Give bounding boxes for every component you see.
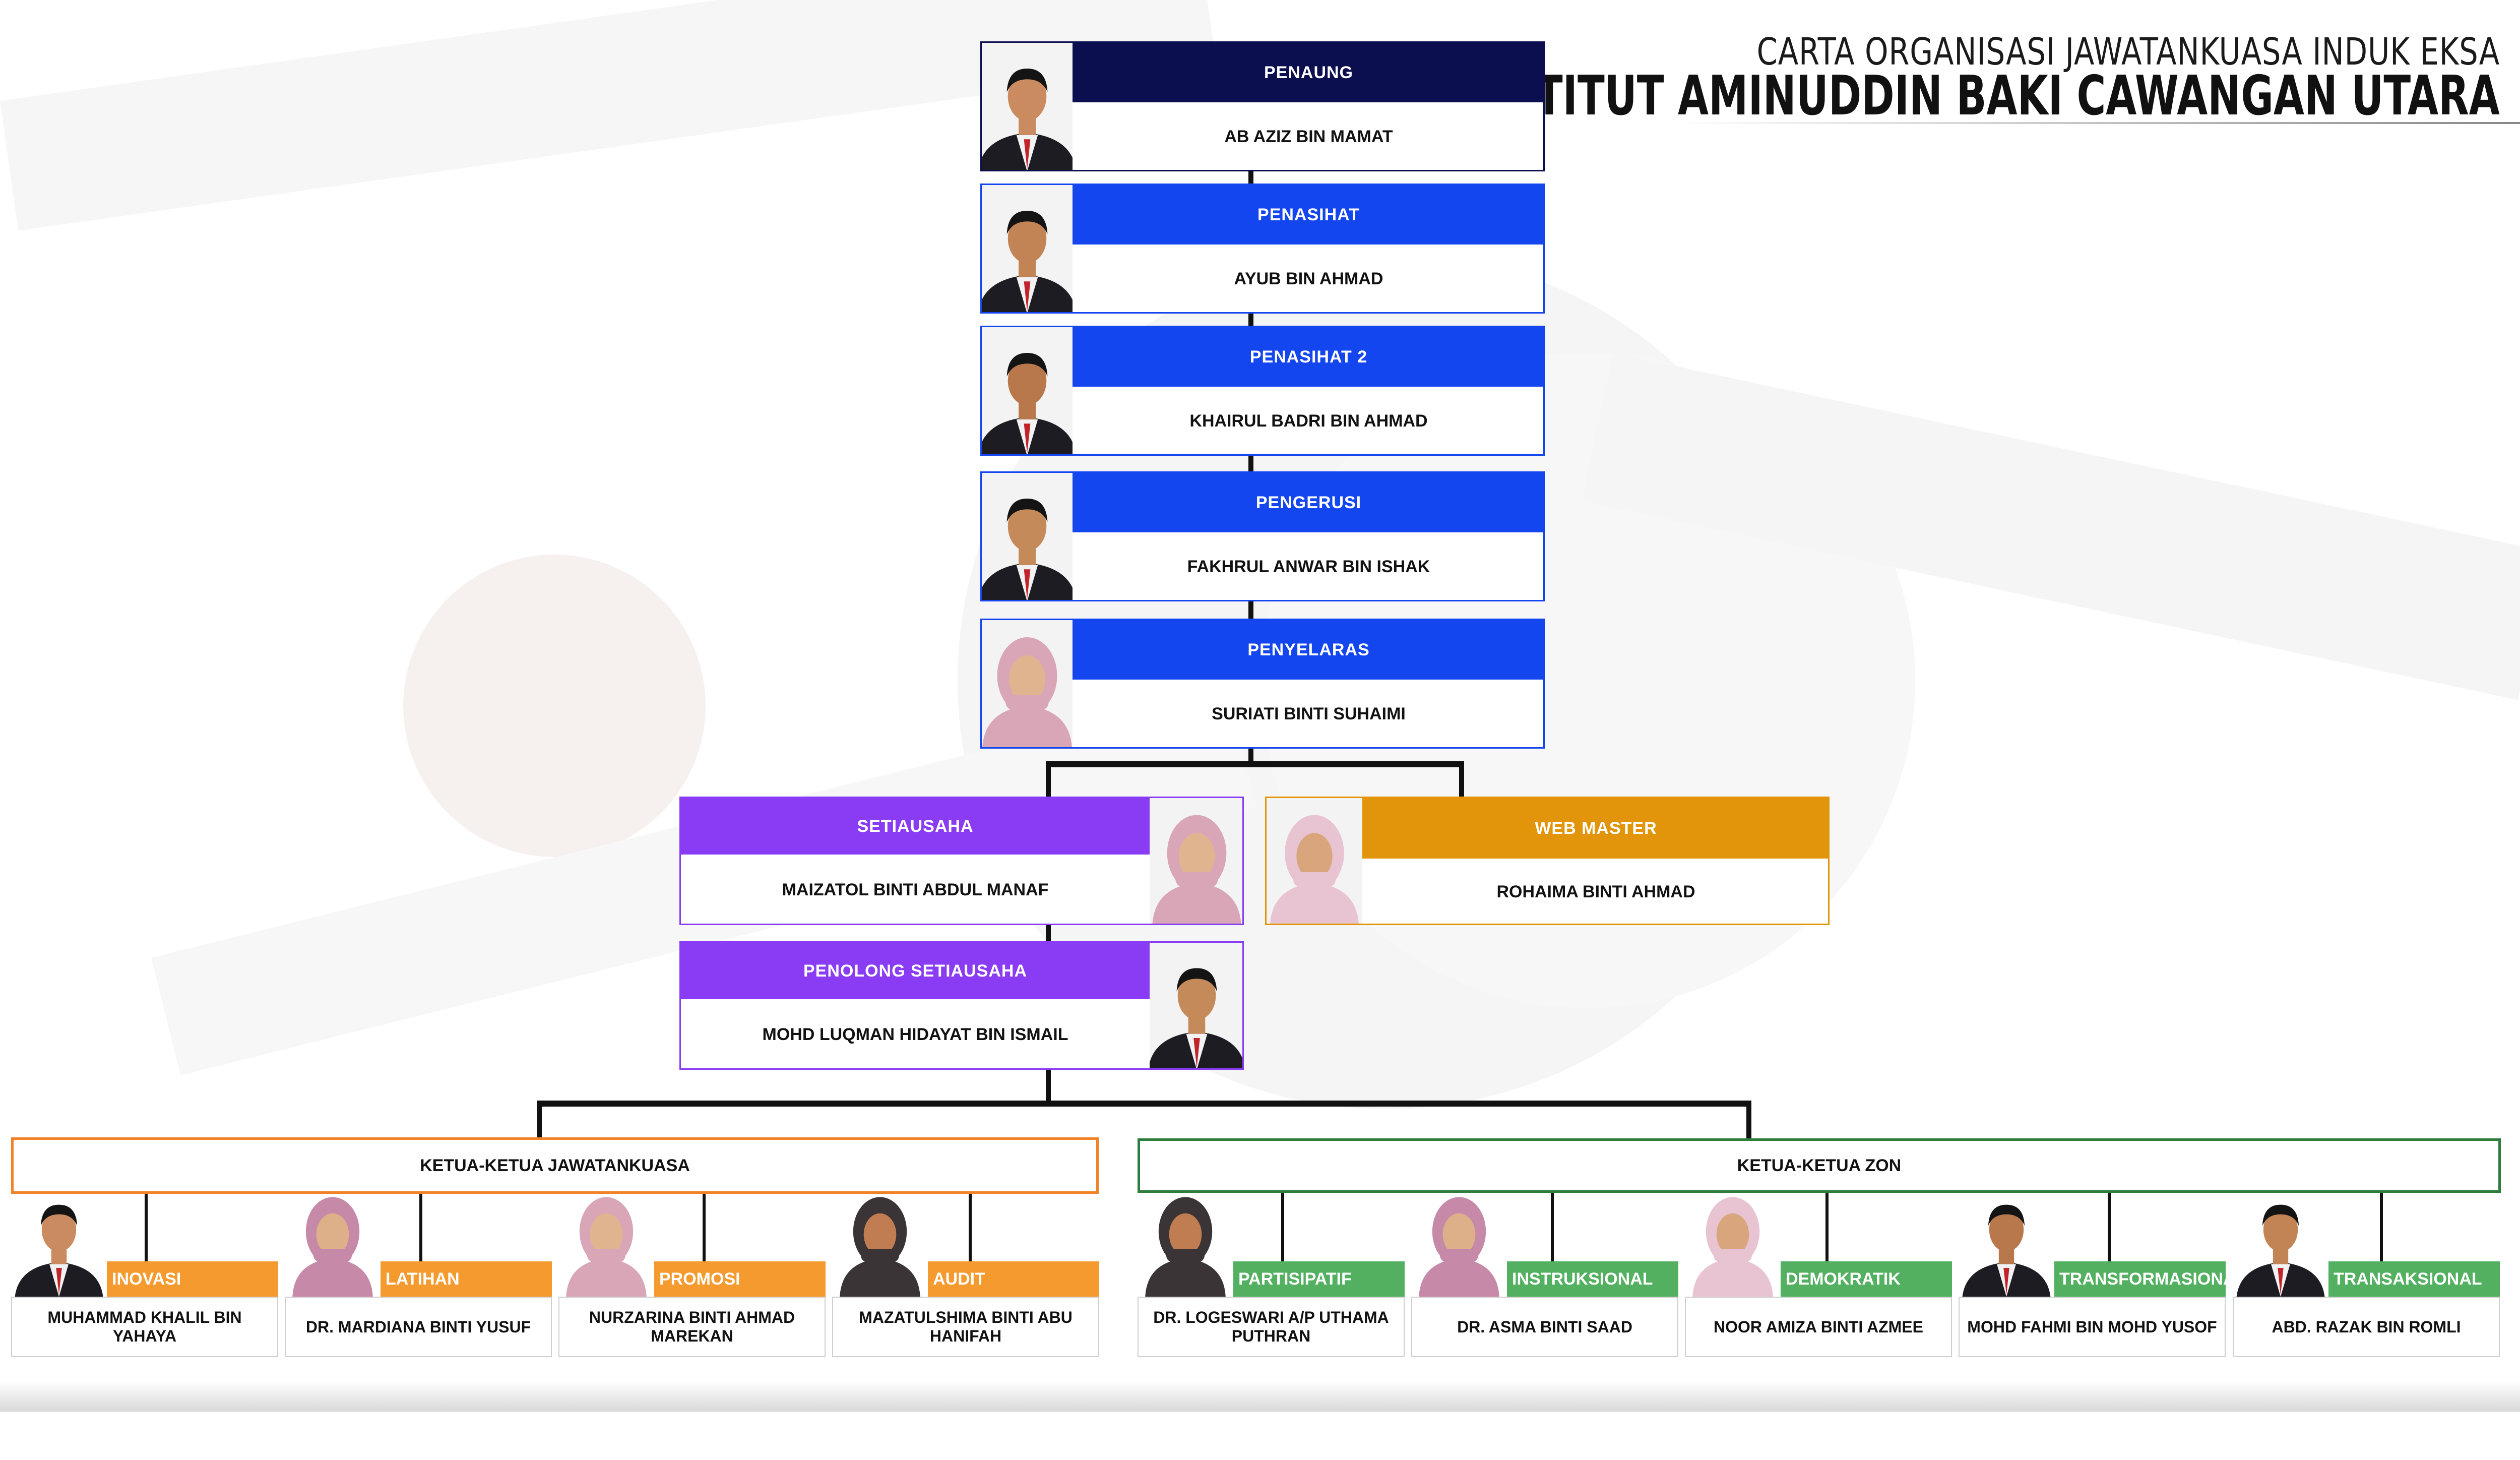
role-header: PENASIHAT [1073,185,1543,245]
member-name: MAZATULSHIMA BINTI ABU HANIFAH [832,1297,1099,1357]
person-name: MAIZATOL BINTI ABDUL MANAF [782,880,1049,899]
connector-branch-horizontal [1046,761,1464,767]
member-role-label: INOVASI [107,1261,278,1297]
person-photo-icon [982,43,1073,170]
group-label-zone: KETUA-KETUA ZON [1138,1138,2501,1193]
connector-spine [1248,166,1253,761]
person-photo-icon [1150,943,1242,1068]
person-name: AYUB BIN AHMAD [1234,269,1383,288]
member-role-label: INSTRUKSIONAL [1507,1261,1678,1297]
person-photo-icon [558,1196,654,1297]
card-webmaster: WEB MASTER ROHAIMA BINTI AHMAD [1265,797,1830,925]
connector-member [1551,1192,1554,1262]
connector-member [1825,1192,1829,1262]
title-divider [1673,122,2520,124]
connector-member [2380,1192,2383,1262]
member-name: MOHD FAHMI BIN MOHD YUSOF [1959,1297,2226,1357]
member-name: DR. MARDIANA BINTI YUSUF [285,1297,552,1357]
role-header: PENYELARAS [1073,620,1543,680]
chart-title-line2: INSTITUT AMINUDDIN BAKI CAWANGAN UTARA [1459,65,2500,128]
connector-groups-horizontal [537,1101,1751,1107]
member-name: MUHAMMAD KHALIL BIN YAHAYA [11,1297,278,1357]
card-penaung: PENAUNG AB AZIZ BIN MAMAT [980,41,1545,171]
connector-committee-drop [537,1101,542,1139]
role-header: PENASIHAT 2 [1073,327,1543,387]
person-photo-icon [832,1196,928,1297]
member-role-label: LATIHAN [381,1261,552,1297]
person-photo-icon [1267,798,1362,924]
person-name: FAKHRUL ANWAR BIN ISHAK [1187,557,1430,576]
connector-member [419,1192,422,1262]
connector-branch-left [1046,761,1051,797]
person-photo-icon [982,620,1073,747]
person-photo-icon [285,1196,381,1297]
card-penasihat: PENASIHAT AYUB BIN AHMAD [980,184,1545,314]
member-role-label: PARTISIPATIF [1233,1261,1405,1297]
person-photo-icon [1685,1196,1781,1297]
person-photo-icon [1138,1196,1233,1297]
chart-title-line1: CARTA ORGANISASI JAWATANKUASA INDUK EKSA [1756,30,2500,74]
member-name: NURZARINA BINTI AHMAD MAREKAN [558,1297,826,1357]
person-photo-icon [11,1196,107,1297]
person-name: KHAIRUL BADRI BIN AHMAD [1189,411,1428,431]
card-secretary: SETIAUSAHA MAIZATOL BINTI ABDUL MANAF [679,797,1244,925]
person-photo-icon [1959,1196,2054,1297]
connector-member [145,1192,148,1262]
person-photo-icon [982,473,1073,600]
connector-assistant-down [1046,1069,1051,1103]
connector-zone-drop [1746,1101,1751,1139]
person-photo-icon [2233,1196,2328,1297]
connector-member [2108,1192,2111,1262]
role-header: PENAUNG [1073,43,1543,102]
member-role-label: TRANSFORMASIONAL [2054,1261,2246,1297]
person-photo-icon [1411,1196,1507,1297]
connector-branch-right [1459,761,1464,797]
member-name: DR. ASMA BINTI SAAD [1411,1297,1678,1357]
member-role-label: PROMOSI [654,1261,826,1297]
connector-secretary-assistant [1046,923,1051,943]
member-role-label: TRANSAKSIONAL [2328,1261,2500,1297]
connector-member [1281,1192,1284,1262]
member-name: ABD. RAZAK BIN ROMLI [2233,1297,2500,1357]
member-name: DR. LOGESWARI A/P UTHAMA PUTHRAN [1138,1297,1405,1357]
person-name: MOHD LUQMAN HIDAYAT BIN ISMAIL [762,1024,1068,1044]
connector-member [969,1192,972,1262]
connector-member [703,1192,706,1262]
role-header: PENGERUSI [1073,473,1543,532]
role-header: SETIAUSAHA [681,798,1150,855]
person-photo-icon [1150,798,1242,924]
card-penyelaras: PENYELARAS SURIATI BINTI SUHAIMI [980,619,1545,749]
member-name: NOOR AMIZA BINTI AZMEE [1685,1297,1952,1357]
person-photo-icon [982,327,1073,454]
card-assistant-secretary: PENOLONG SETIAUSAHA MOHD LUQMAN HIDAYAT … [679,941,1244,1070]
role-header: WEB MASTER [1362,798,1828,859]
card-pengerusi: PENGERUSI FAKHRUL ANWAR BIN ISHAK [980,471,1545,601]
role-header: PENOLONG SETIAUSAHA [681,943,1150,999]
group-label-committee: KETUA-KETUA JAWATANKUASA [11,1137,1099,1194]
person-photo-icon [982,185,1073,312]
person-name: ROHAIMA BINTI AHMAD [1496,882,1695,901]
member-role-label: DEMOKRATIK [1781,1261,1952,1297]
person-name: SURIATI BINTI SUHAIMI [1212,704,1406,723]
card-penasihat-2: PENASIHAT 2 KHAIRUL BADRI BIN AHMAD [980,326,1545,456]
member-role-label: AUDIT [928,1261,1099,1297]
person-name: AB AZIZ BIN MAMAT [1224,127,1393,146]
